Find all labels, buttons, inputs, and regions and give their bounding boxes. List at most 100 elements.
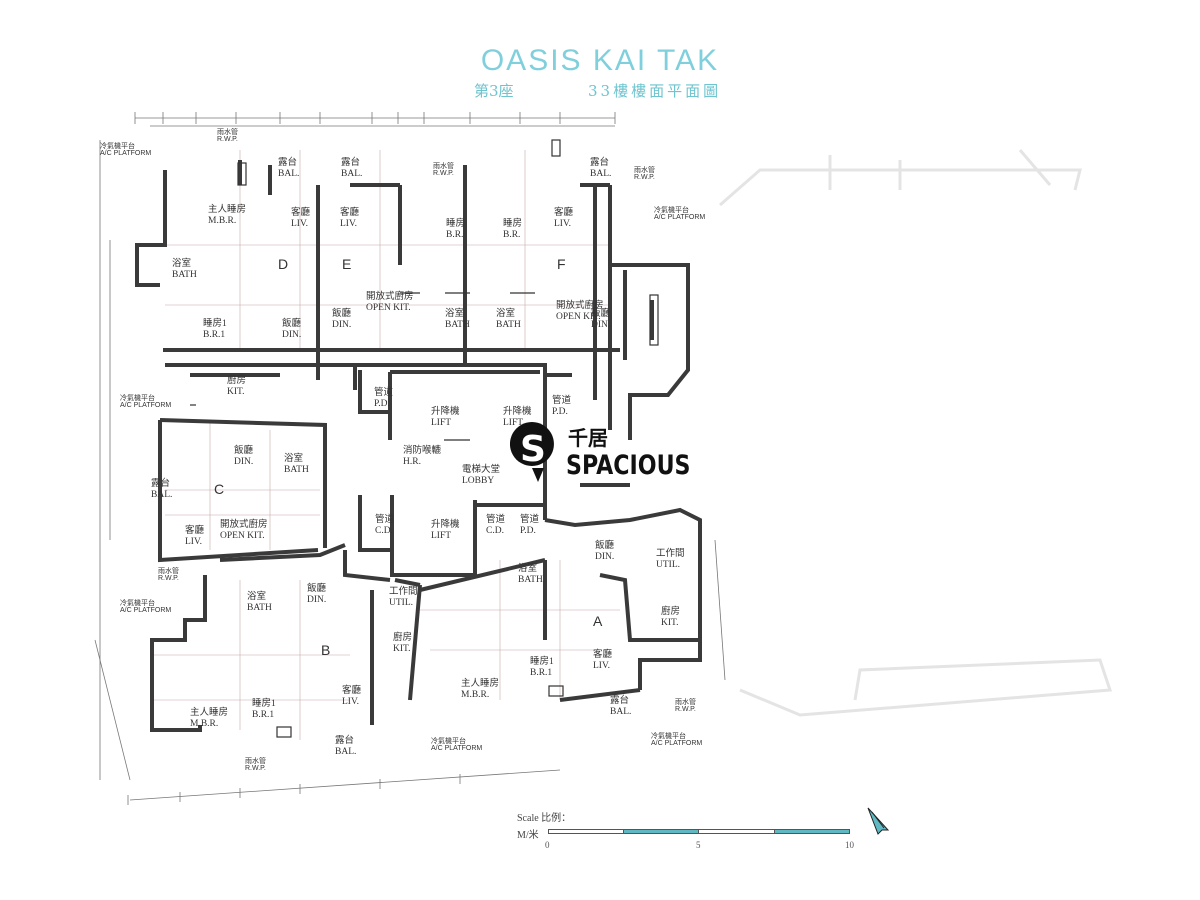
annotation-cn: 冷氣機平台: [654, 205, 689, 214]
room-en: BATH: [445, 320, 470, 330]
room-en: B.R.: [446, 230, 463, 240]
annotation-en: A/C PLATFORM: [120, 607, 171, 614]
room-cn: 工作間: [656, 547, 685, 559]
annotation-en: R.W.P.: [634, 174, 655, 181]
unit-label-f: F: [557, 256, 566, 272]
room-cn: 客廳: [593, 648, 613, 660]
room-en: DIN.: [282, 330, 301, 340]
room-cn: 露台: [278, 156, 297, 168]
room-labels: 露台BAL.主人睡房M.B.R.客廳LIV.浴室BATH睡房1B.R.1飯廳DI…: [151, 156, 685, 757]
unit-label-a: A: [593, 613, 603, 629]
room-en: BAL.: [610, 707, 631, 717]
annotation-en: R.W.P.: [217, 136, 238, 143]
room-en: P.D.: [374, 399, 390, 409]
room-en: B.R.1: [203, 330, 225, 340]
annotation-en: A/C PLATFORM: [120, 402, 171, 409]
room-cn: 主人睡房: [208, 203, 246, 215]
room-cn: 浴室: [172, 257, 191, 269]
room-cn: 飯廳: [234, 444, 254, 456]
annotation-en: R.W.P.: [245, 765, 266, 772]
scale-label: Scale 比例：: [517, 813, 572, 824]
fixtures: [190, 139, 659, 738]
spacious-logo-en: SPACIOUS: [566, 450, 691, 481]
room-cn: 客廳: [291, 206, 311, 218]
room-en: KIT.: [393, 644, 411, 654]
room-cn: 睡房1: [203, 317, 227, 329]
annotation-en: R.W.P.: [433, 170, 454, 177]
ghost-outline: [719, 149, 1113, 717]
annotation-en: A/C PLATFORM: [654, 214, 705, 221]
scale-tick-5: 5: [696, 840, 701, 850]
annotation-cn: 雨水管: [675, 697, 696, 706]
room-en: OPEN KIT.: [556, 312, 601, 322]
room-cn: 升降機: [431, 518, 460, 530]
room-cn: 主人睡房: [190, 706, 228, 718]
room-cn: 飯廳: [307, 582, 327, 594]
room-en: P.D.: [552, 407, 568, 417]
annotation-en: R.W.P.: [158, 575, 179, 582]
room-en: C.D.: [486, 526, 504, 536]
room-en: BAL.: [590, 169, 611, 179]
room-en: LIFT: [431, 418, 451, 428]
room-cn: 飯廳: [282, 317, 302, 329]
room-en: BAL.: [341, 169, 362, 179]
room-en: B.R.1: [530, 668, 552, 678]
project-title: OASIS KAI TAK: [480, 44, 720, 77]
room-cn: 飯廳: [595, 539, 615, 551]
room-cn: 開放式廚房: [366, 290, 414, 302]
unit-letters: D E F C B A: [214, 256, 603, 658]
spacious-logo: S 千居 SPACIOUS: [510, 416, 695, 486]
room-en: BAL.: [278, 169, 299, 179]
room-en: LIFT: [503, 418, 523, 428]
room-cn: 管道: [520, 513, 540, 525]
room-en: LIFT: [431, 531, 451, 541]
scale-bar: [548, 829, 850, 834]
room-en: DIN.: [595, 552, 614, 562]
room-cn: 管道: [552, 394, 572, 406]
room-en: LIV.: [342, 697, 359, 707]
annotation-cn: 雨水管: [433, 161, 454, 170]
room-cn: 客廳: [340, 206, 360, 218]
room-cn: 開放式廚房: [556, 299, 604, 311]
room-f-br: 睡房B.R.: [503, 217, 522, 240]
room-cn: 廚房: [227, 374, 246, 386]
annotation-cn: 冷氣機平台: [120, 393, 155, 402]
room-cn: 露台: [335, 734, 354, 746]
room-en: DIN.: [307, 595, 326, 605]
spacious-logo-mark: S: [510, 422, 554, 482]
room-en: B.R.: [503, 230, 520, 240]
floor-label: 33樓樓面平面圖: [588, 82, 722, 100]
room-cn: 浴室: [518, 562, 537, 574]
room-core-pd3: 管道P.D.: [520, 513, 540, 536]
scale-unit: M/米: [517, 830, 539, 841]
room-en: M.B.R.: [461, 690, 489, 700]
room-cn: 管道: [486, 513, 506, 525]
